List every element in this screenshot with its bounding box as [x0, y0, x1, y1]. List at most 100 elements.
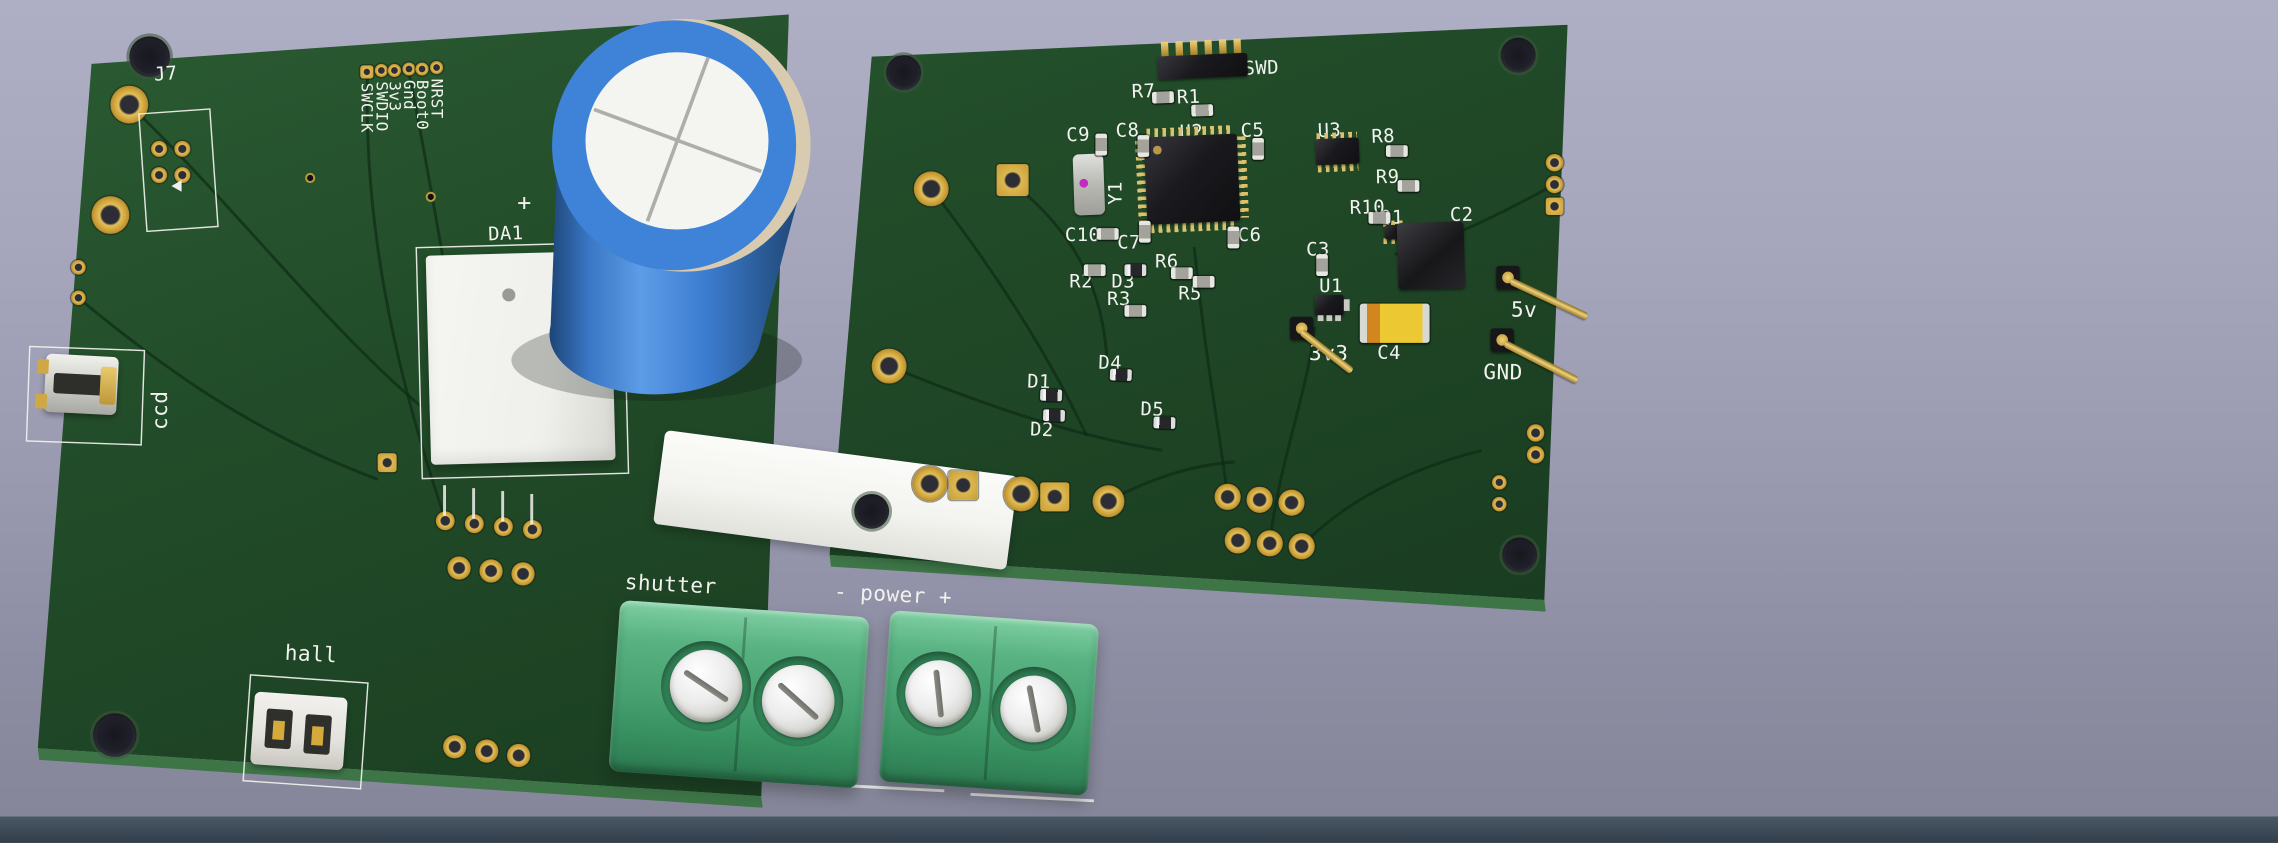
- resistor-r10: [1368, 212, 1391, 224]
- resistor-r1: [1191, 104, 1214, 117]
- capacitor-c3: [1316, 254, 1328, 277]
- relay-pad: [523, 520, 542, 539]
- through-hole-pad: [479, 559, 503, 583]
- pad: [1492, 496, 1507, 512]
- terminal-screw: [759, 662, 837, 741]
- pad: [151, 140, 168, 157]
- diode-d4: [1109, 368, 1132, 382]
- silk-label-c4: C4: [1377, 342, 1402, 365]
- relay-vent-hole: [502, 288, 516, 302]
- relay-pad: [464, 514, 484, 534]
- header-label-nrst: NRST: [427, 78, 447, 119]
- component-c2: [1396, 221, 1466, 290]
- through-hole-pad-j7: [91, 196, 130, 234]
- resistor-r7: [1151, 91, 1175, 104]
- capacitor-c8: [1137, 135, 1150, 157]
- header-pin: [1218, 39, 1227, 54]
- resistor-r6: [1170, 267, 1193, 279]
- through-hole-pad: [1278, 489, 1305, 516]
- through-hole-pad: [511, 562, 535, 586]
- through-hole-pad: [913, 171, 949, 207]
- u1-leg: [1335, 315, 1341, 322]
- mounting-hole: [1500, 37, 1536, 73]
- pad: [174, 140, 191, 157]
- silk-label-shutter: shutter: [624, 571, 718, 600]
- pad: [1545, 175, 1564, 194]
- relay-da1: [425, 250, 616, 465]
- pad: [1526, 424, 1545, 442]
- header-pin: [1204, 39, 1213, 55]
- header-pad-1: [360, 65, 374, 79]
- hall-connector: [250, 683, 358, 777]
- header-pad: [415, 62, 429, 76]
- ic-u3: [1309, 131, 1366, 173]
- through-hole-pad: [443, 735, 467, 759]
- through-hole-pad-square: [377, 453, 397, 473]
- silk-label-da1: DA1: [487, 223, 524, 247]
- silk-label-y1: Y1: [1105, 181, 1128, 205]
- mounting-hole: [129, 36, 170, 77]
- silk-line: [472, 488, 475, 519]
- pin1-dot: [1152, 145, 1162, 155]
- relay-pad: [493, 517, 513, 537]
- screw-slot: [682, 669, 730, 704]
- through-hole-pad-square: [948, 470, 978, 500]
- crystal-dot: [1079, 178, 1089, 188]
- mounting-hole: [854, 493, 890, 529]
- silk-line: [443, 485, 446, 516]
- terminal-block-power: [878, 610, 1100, 796]
- usb-opening: [53, 372, 104, 396]
- screw-well: [750, 653, 847, 750]
- usb-contacts: [99, 366, 118, 406]
- usb-tab: [34, 393, 48, 409]
- silk-label-power: - power +: [833, 580, 953, 611]
- header-pin: [1189, 40, 1198, 56]
- hall-pin: [311, 726, 324, 746]
- screw-well: [893, 648, 984, 739]
- silk-line: [530, 493, 533, 525]
- silk-label-r2: R2: [1069, 271, 1093, 294]
- header-pad: [430, 61, 444, 75]
- microusb-ccd-connector: [34, 353, 128, 433]
- terminal-screw: [997, 673, 1070, 745]
- u1-body: [1314, 294, 1344, 316]
- capacitor-c5: [1252, 138, 1264, 160]
- through-hole-pad: [447, 556, 471, 580]
- qfp-body: [1143, 133, 1241, 225]
- pin1-arrow: [171, 180, 182, 192]
- pad: [71, 260, 86, 275]
- through-hole-pad: [1092, 485, 1125, 518]
- mounting-hole: [886, 55, 922, 91]
- silk-plus-mark: +: [517, 188, 532, 217]
- pad: [71, 290, 86, 306]
- through-hole-pad: [1214, 483, 1241, 510]
- silk-label-j7: J7: [153, 63, 179, 87]
- silk-label-d3: D3: [1111, 271, 1136, 294]
- silk-label-c9: C9: [1065, 124, 1091, 148]
- hall-pin: [272, 720, 286, 741]
- through-hole-pad: [1224, 527, 1251, 554]
- tantalum-c4: [1359, 303, 1430, 343]
- diode-d5: [1153, 416, 1176, 429]
- resistor-r9: [1397, 180, 1420, 192]
- silk-label-ccd: ccd: [149, 390, 173, 431]
- silk-label-r8: R8: [1371, 125, 1396, 149]
- via: [425, 191, 436, 202]
- silk-label-hall: hall: [284, 642, 338, 669]
- relay-pad: [435, 511, 455, 531]
- through-hole-pad: [475, 739, 499, 763]
- capacitor-c10: [1096, 228, 1119, 240]
- through-hole-pad-square: [1040, 482, 1070, 512]
- j7-outline: [138, 108, 219, 233]
- table-edge: [0, 816, 2278, 843]
- usb-tab: [36, 358, 50, 374]
- header-pad: [374, 63, 388, 77]
- through-hole-pad: [1003, 476, 1039, 512]
- resistor-r3: [1124, 305, 1147, 317]
- silk-label-gnd: GND: [1483, 361, 1523, 386]
- pad: [1526, 446, 1545, 464]
- diode-d2: [1042, 409, 1066, 422]
- through-hole-pad-j7: [110, 85, 149, 124]
- mounting-hole: [92, 713, 137, 757]
